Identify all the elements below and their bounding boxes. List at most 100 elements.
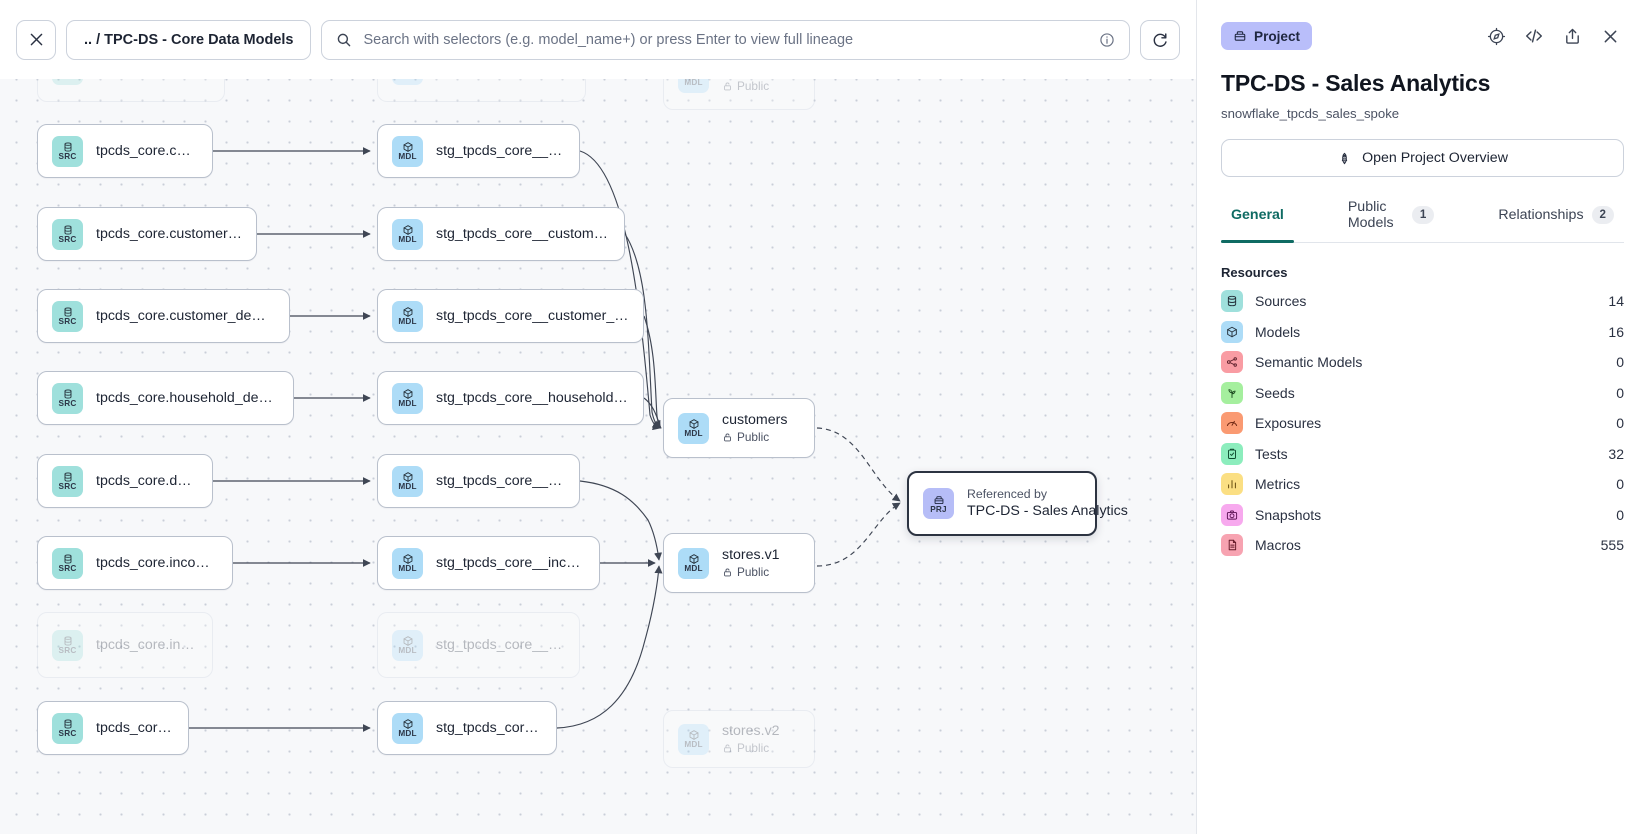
model-badge: MDL [678,547,709,579]
database-icon [64,636,71,646]
search-icon [338,33,351,46]
node-visibility: Public [722,741,780,755]
refresh-button[interactable] [1140,19,1180,60]
database-icon [64,389,71,399]
badge-text: SRC [58,152,77,161]
badge-text: SRC [58,399,77,408]
close-panel-button[interactable] [1596,22,1624,50]
resource-row-snapshots[interactable]: Snapshots 0 [1221,500,1624,531]
open-project-overview-button[interactable]: Open Project Overview [1221,139,1624,177]
open-project-overview-label: Open Project Overview [1362,150,1508,166]
graph-node-mdl_customer[interactable]: MDL stg_tpcds_core__customer [377,124,580,178]
view-code-button[interactable] [1520,22,1548,50]
model-badge: MDL [392,135,423,167]
cube-icon [689,419,698,429]
database-icon-wrapper [1221,290,1243,313]
cube-icon [1227,326,1237,337]
project-type-chip[interactable]: Project [1221,22,1313,50]
info-icon[interactable] [1099,32,1115,48]
sprout-icon-wrapper [1221,381,1243,404]
clipboard-check-icon [1228,448,1236,459]
close-lineage-button[interactable] [16,19,56,60]
badge-text: SRC [58,317,77,326]
model-badge: MDL [678,412,709,444]
resource-row-models[interactable]: Models 16 [1221,317,1624,348]
breadcrumb[interactable]: .. / TPC-DS - Core Data Models [66,19,312,60]
search-input[interactable] [363,31,1088,48]
bar-chart-icon [1228,480,1236,489]
resource-count: 14 [1608,293,1624,310]
search-bar[interactable] [321,19,1130,60]
tab-general[interactable]: General [1221,199,1294,243]
share-icon [1565,28,1579,44]
node-visibility: Public [722,79,798,93]
page-title: TPC-DS - Sales Analytics [1221,70,1491,96]
graph-node-mdl_household_demographics[interactable]: MDLstg_tpcds_core__household_demogr… [377,371,644,425]
node-label: stg_tpcds_core__store [436,720,542,736]
gauge-icon-wrapper [1221,412,1243,435]
node-visibility: Public [722,430,787,444]
resource-count: 16 [1608,323,1624,340]
node-label: stg_tpcds_core__customer [436,143,565,159]
badge-text: SRC [58,564,77,573]
node-body: stg_tpcds_core__customer_demogra… [436,308,629,324]
model-badge: MDL [392,218,423,250]
badge-text: MDL [684,429,703,438]
resource-label: Models [1255,323,1301,340]
node-body: stg_tpcds_core__household_demogr… [436,390,629,406]
database-icon [64,142,71,152]
node-body: stg_tpcds_core__inventory [436,637,565,653]
node-body: stg_tpcds_core__income_band [436,555,585,571]
resource-count: 0 [1616,506,1624,523]
tab-count: 1 [1411,206,1435,224]
node-kicker: Referenced by [967,487,1047,501]
camera-icon-wrapper [1221,503,1243,526]
file-icon [1228,540,1237,551]
graph-node-mdl_customer_demographics[interactable]: MDLstg_tpcds_core__customer_demogra… [377,289,644,343]
share-button[interactable] [1558,22,1586,50]
node-label: stores.v2 [722,723,780,739]
cube-icon [403,472,412,482]
explore-compass-button[interactable] [1482,22,1510,50]
node-label: tpcds_core.inventory [96,637,198,653]
file-icon-wrapper [1221,534,1243,557]
lineage-canvas[interactable]: SRCtpcds_core.call_centerMDLstg_tpcds_co… [0,0,1197,834]
resource-label: Macros [1255,537,1301,554]
project-chip-label: Project [1254,28,1301,44]
sprout-icon [1228,388,1236,398]
cube-icon [403,142,412,152]
database-icon [64,554,71,564]
resource-label: Snapshots [1255,506,1322,523]
node-label: stg_tpcds_core__inventory [436,637,565,653]
resource-count: 0 [1616,384,1624,401]
node-visibility-label: Public [737,79,770,93]
source-badge: SRC [52,382,83,414]
